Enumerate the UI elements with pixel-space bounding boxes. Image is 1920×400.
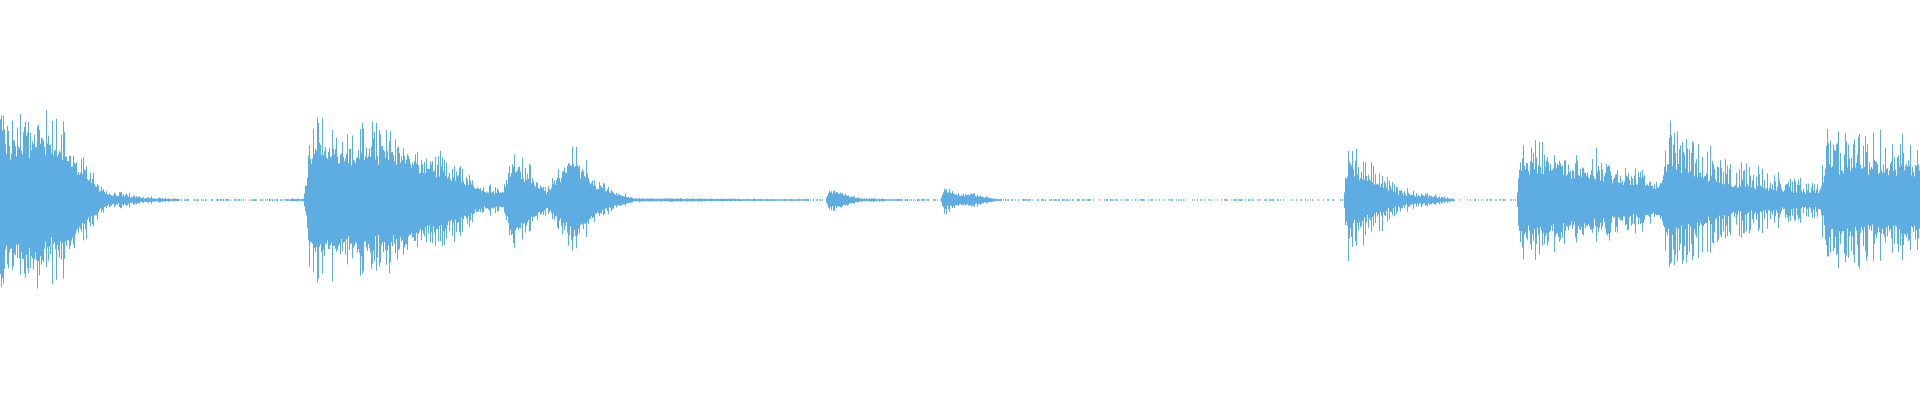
waveform-trace	[0, 110, 1920, 289]
